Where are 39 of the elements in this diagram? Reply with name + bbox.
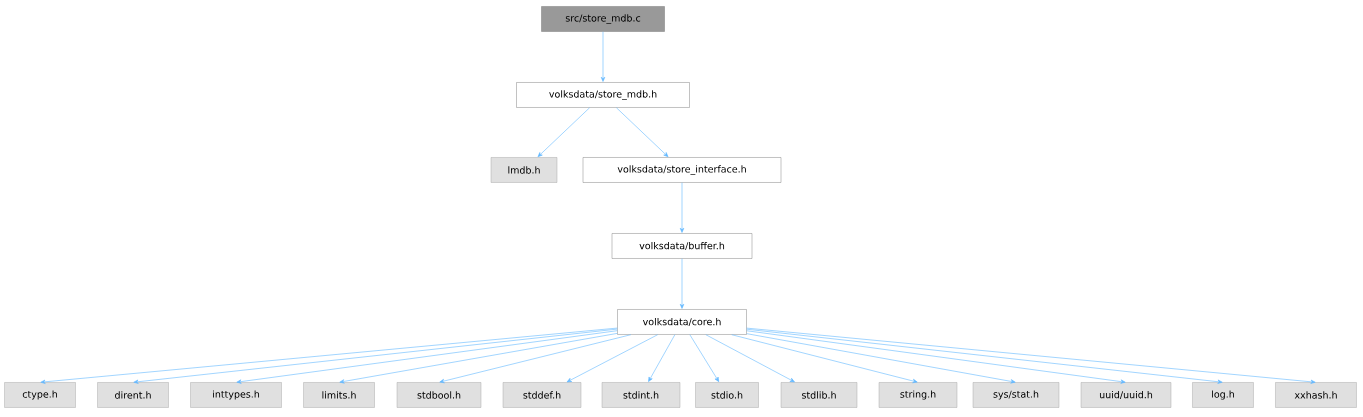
file-box: stdint.h bbox=[601, 382, 681, 408]
arrow bbox=[616, 107, 669, 158]
arrow bbox=[339, 333, 618, 384]
arrow bbox=[689, 334, 720, 382]
arrow bbox=[236, 330, 618, 384]
arrow bbox=[566, 334, 658, 383]
file-box: stddef.h bbox=[502, 382, 582, 408]
arrow bbox=[746, 328, 1223, 384]
file-box: string.h bbox=[878, 382, 958, 408]
file-box: limits.h bbox=[303, 382, 375, 408]
file-box: xxhash.h bbox=[1275, 382, 1357, 408]
file-box: lmdb.h bbox=[490, 157, 558, 183]
file-box: log.h bbox=[1192, 382, 1254, 408]
arrow bbox=[746, 327, 1316, 384]
file-box: src/store_mdb.c bbox=[541, 6, 665, 32]
file-box: volksdata/core.h bbox=[617, 309, 747, 335]
file-box: volksdata/buffer.h bbox=[611, 233, 753, 259]
file-box: sys/stat.h bbox=[972, 382, 1060, 408]
arrow bbox=[679, 182, 685, 233]
arrow bbox=[679, 258, 685, 309]
file-box: stdbool.h bbox=[396, 382, 482, 408]
file-box: inttypes.h bbox=[190, 382, 282, 408]
file-box: stdlib.h bbox=[780, 382, 858, 408]
file-box: uuid/uuid.h bbox=[1080, 382, 1172, 408]
file-box: dirent.h bbox=[97, 382, 169, 408]
arrow bbox=[600, 31, 606, 82]
arrow bbox=[648, 334, 676, 382]
file-box: volksdata/store_mdb.h bbox=[516, 82, 690, 108]
file-box: volksdata/store_interface.h bbox=[582, 157, 782, 183]
arrow bbox=[746, 333, 1016, 384]
arrow bbox=[133, 328, 618, 384]
file-box: ctype.h bbox=[4, 382, 76, 408]
arrow bbox=[439, 334, 632, 384]
arrow bbox=[746, 330, 1126, 384]
arrow bbox=[731, 334, 918, 384]
arrow bbox=[705, 334, 795, 383]
arrow bbox=[537, 107, 590, 158]
file-box: stdio.h bbox=[695, 382, 759, 408]
arrow bbox=[40, 327, 618, 384]
